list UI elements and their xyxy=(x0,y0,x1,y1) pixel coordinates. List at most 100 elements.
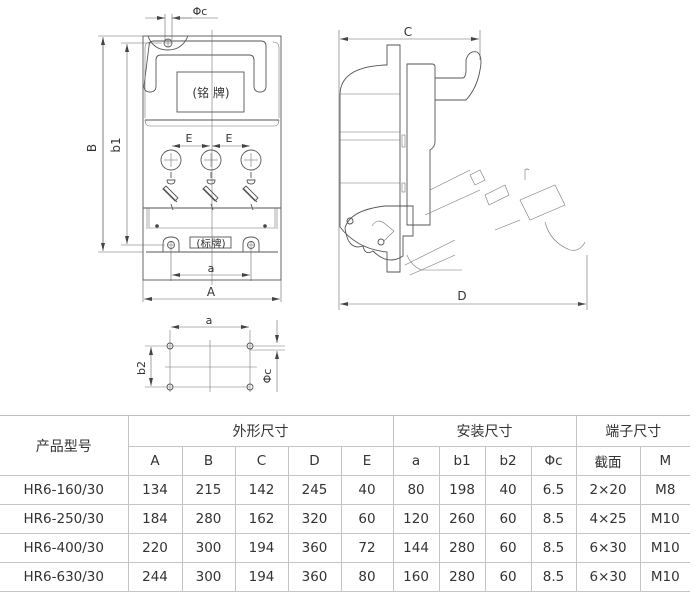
side-handle-grip xyxy=(435,51,482,101)
nameplate-label: (铭 牌) xyxy=(192,85,229,100)
value-cell: 320 xyxy=(287,504,342,534)
column-header: C xyxy=(234,446,289,476)
column-header: b1 xyxy=(438,446,486,476)
value-cell: M10 xyxy=(639,504,691,534)
front-view: (铭 牌) xyxy=(85,5,282,302)
fuse-window-1 xyxy=(160,149,182,211)
column-header: Φc xyxy=(530,446,577,476)
value-cell: 194 xyxy=(234,533,289,563)
value-cell: 80 xyxy=(340,562,394,592)
value-cell: M10 xyxy=(639,533,691,563)
value-cell: 160 xyxy=(392,562,440,592)
model-cell: HR6-630/30 xyxy=(0,562,129,592)
value-cell: 280 xyxy=(438,562,486,592)
value-cell: 6×30 xyxy=(575,533,641,563)
column-header: E xyxy=(340,446,394,476)
column-header: M xyxy=(639,446,691,476)
dim-A-label: A xyxy=(207,285,216,299)
column-header: D xyxy=(287,446,342,476)
model-cell: HR6-250/30 xyxy=(0,504,129,534)
label-plate-box xyxy=(189,236,232,249)
dim-E-left-label: E xyxy=(186,132,193,145)
dim-D-label: D xyxy=(457,289,466,303)
value-cell: 245 xyxy=(287,475,342,505)
fuse-window-2 xyxy=(200,149,222,211)
bottom-left-ear xyxy=(162,236,180,252)
value-cell: 8.5 xyxy=(530,562,577,592)
value-cell: 280 xyxy=(438,533,486,563)
technical-drawing: (铭 牌) xyxy=(85,5,588,392)
mount-hole-icon xyxy=(246,383,254,391)
column-header: b2 xyxy=(484,446,532,476)
dim-phi-c-label: Φc xyxy=(193,5,208,18)
spec-table: 产品型号 外形尺寸 安装尺寸 端子尺寸 A B C D E a b1 b2 Φc… xyxy=(0,415,691,592)
column-header: A xyxy=(128,446,183,476)
column-header: B xyxy=(181,446,236,476)
value-cell: 244 xyxy=(127,562,183,592)
side-view: C D xyxy=(338,25,588,310)
dim-B-label: B xyxy=(85,144,99,152)
dim-C-label: C xyxy=(404,25,412,39)
nameplate-box xyxy=(176,71,245,113)
value-cell: 60 xyxy=(484,533,532,563)
mount-dim-b2-label: b2 xyxy=(135,361,148,375)
model-cell: HR6-160/30 xyxy=(0,475,129,505)
value-cell: 215 xyxy=(181,475,236,505)
value-cell: 300 xyxy=(181,533,236,563)
model-cell: HR6-400/30 xyxy=(0,533,129,563)
table-column-header-row: A B C D E a b1 b2 Φc 截面 M xyxy=(0,446,691,476)
value-cell: M10 xyxy=(639,562,691,592)
mounting-hole-view: a b2 Φc xyxy=(135,314,285,392)
value-cell: 260 xyxy=(438,504,486,534)
dim-E-right-label: E xyxy=(226,132,233,145)
value-cell: 4×25 xyxy=(575,504,641,534)
label-plate-text: (标牌) xyxy=(196,237,225,250)
column-header: a xyxy=(392,446,440,476)
value-cell: 184 xyxy=(127,504,183,534)
value-cell: 300 xyxy=(181,562,236,592)
value-cell: 6×30 xyxy=(575,562,641,592)
value-cell: 6.5 xyxy=(530,475,577,505)
group-header-terminal: 端子尺寸 xyxy=(575,415,691,447)
mount-dim-phi-c-label: Φc xyxy=(261,369,274,384)
column-header: 截面 xyxy=(575,446,641,476)
value-cell: 80 xyxy=(392,475,440,505)
value-cell: 162 xyxy=(234,504,289,534)
value-cell: 194 xyxy=(234,562,289,592)
value-cell: 142 xyxy=(234,475,289,505)
value-cell: 60 xyxy=(484,562,532,592)
value-cell: 360 xyxy=(287,533,342,563)
value-cell: 2×20 xyxy=(575,475,641,505)
value-cell: 198 xyxy=(438,475,486,505)
fuse-window-3 xyxy=(240,149,262,211)
group-header-outline: 外形尺寸 xyxy=(127,415,394,447)
value-cell: 144 xyxy=(392,533,440,563)
dim-a-label: a xyxy=(208,262,215,275)
mount-hole-icon xyxy=(166,342,174,350)
value-cell: 360 xyxy=(287,562,342,592)
value-cell: 220 xyxy=(127,533,183,563)
table-group-header-row: 产品型号 外形尺寸 安装尺寸 端子尺寸 xyxy=(0,415,691,476)
mount-dim-a-label: a xyxy=(206,314,213,327)
side-handle-plate xyxy=(406,63,436,226)
model-header: 产品型号 xyxy=(0,415,129,476)
value-cell: 60 xyxy=(340,504,394,534)
value-cell: M8 xyxy=(639,475,691,505)
value-cell: 40 xyxy=(340,475,394,505)
value-cell: 40 xyxy=(484,475,532,505)
mount-hole-icon xyxy=(246,342,254,350)
bottom-right-ear xyxy=(242,236,260,252)
value-cell: 72 xyxy=(340,533,394,563)
value-cell: 134 xyxy=(127,475,183,505)
value-cell: 120 xyxy=(392,504,440,534)
value-cell: 60 xyxy=(484,504,532,534)
value-cell: 280 xyxy=(181,504,236,534)
mount-hole-icon xyxy=(166,383,174,391)
value-cell: 8.5 xyxy=(530,504,577,534)
group-header-mounting: 安装尺寸 xyxy=(392,415,577,447)
side-body xyxy=(339,44,401,273)
dim-b1-label: b1 xyxy=(109,137,123,152)
